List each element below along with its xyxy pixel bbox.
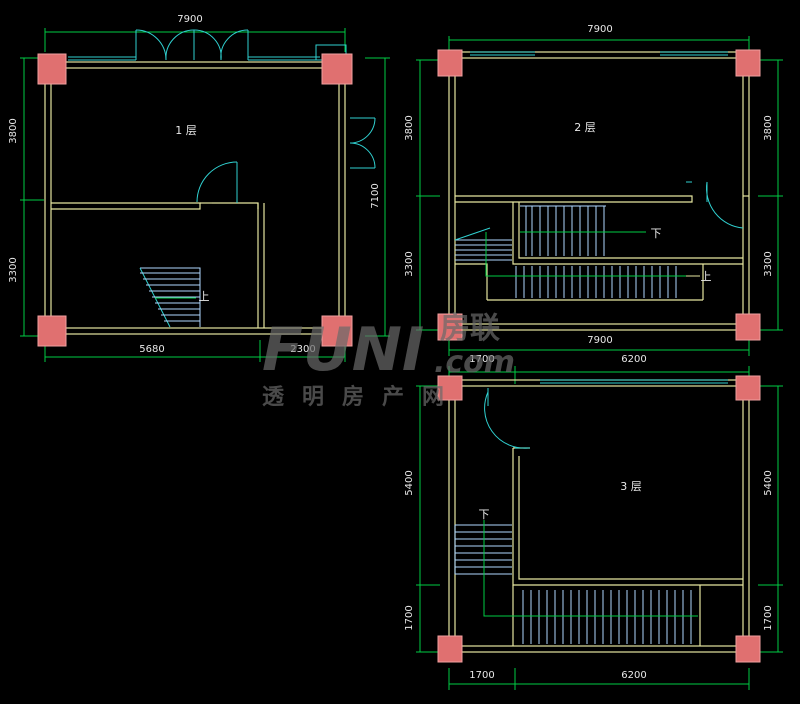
plan3-dim-top-left: 1700 [469, 354, 494, 365]
plan-floor-1: 7900 3800 3300 7100 5680 2300 1 层 上 [8, 14, 390, 362]
plan2-stair [454, 205, 700, 298]
plan1-dim-left-lower: 3300 [8, 257, 19, 282]
plan2-columns [437, 49, 761, 341]
watermark: FUNI .com 房联 透明房产网 [262, 311, 515, 410]
plan2-dim-right-upper: 3800 [763, 115, 774, 140]
plan1-floor-label: 1 层 [175, 124, 197, 137]
plan2-windows [470, 51, 728, 56]
plan1-stair [139, 267, 201, 328]
plan2-doors [686, 181, 744, 229]
plan3-dim-bottom-left: 1700 [469, 670, 494, 681]
plan3-windows [540, 379, 728, 384]
plan2-dim-left-upper: 3800 [404, 115, 415, 140]
plan3-stair-label: 下 [479, 508, 490, 521]
plan3-doors [484, 388, 530, 449]
plan3-walls [448, 379, 750, 653]
plan3-columns [437, 375, 761, 663]
plan1-columns [37, 53, 353, 347]
plan3-floor-label: 3 层 [620, 480, 642, 493]
plan3-stair [454, 520, 698, 644]
plan1-dim-bottom-left: 5680 [139, 344, 164, 355]
watermark-cn-bottom: 透明房产网 [262, 384, 462, 410]
watermark-cn-top: 房联 [440, 311, 500, 346]
plan3-dim-bottom-right: 6200 [621, 670, 646, 681]
plan2-walls [448, 51, 750, 331]
plan2-dim-top: 7900 [587, 24, 612, 35]
plan1-dim-left-upper: 3800 [8, 118, 19, 143]
plan3-dim-top-right: 6200 [621, 354, 646, 365]
plan3-dim-right-upper: 5400 [763, 470, 774, 495]
plan2-floor-label: 2 层 [574, 121, 596, 134]
plan1-dim-top: 7900 [177, 14, 202, 25]
plan1-windows [68, 56, 320, 61]
plan2-dim-right-lower: 3300 [763, 251, 774, 276]
plan-floor-2: 7900 3800 3300 3800 3300 7900 2 层 下 上 [404, 24, 783, 356]
plan2-stair-label-up: 上 [701, 270, 712, 283]
plan1-stair-label: 上 [199, 290, 210, 303]
plan1-dim-right: 7100 [370, 183, 381, 208]
plan2-dim-left-lower: 3300 [404, 251, 415, 276]
plan1-doors [135, 29, 376, 203]
watermark-brand: FUNI [262, 315, 424, 385]
plan3-dim-left-lower: 1700 [404, 605, 415, 630]
plan2-stair-label-down: 下 [651, 227, 662, 240]
plan3-dimension-lines [416, 366, 783, 690]
plan3-dim-right-lower: 1700 [763, 605, 774, 630]
watermark-com: .com [434, 345, 515, 380]
plan1-dim-bottom-right: 2300 [290, 344, 315, 355]
plan2-dim-bottom: 7900 [587, 335, 612, 346]
plan3-dim-left-upper: 5400 [404, 470, 415, 495]
plan-floor-3: 1700 6200 5400 1700 5400 1700 1700 6200 … [404, 354, 783, 690]
plan1-walls [44, 61, 346, 335]
plan2-dimension-lines [416, 36, 783, 356]
